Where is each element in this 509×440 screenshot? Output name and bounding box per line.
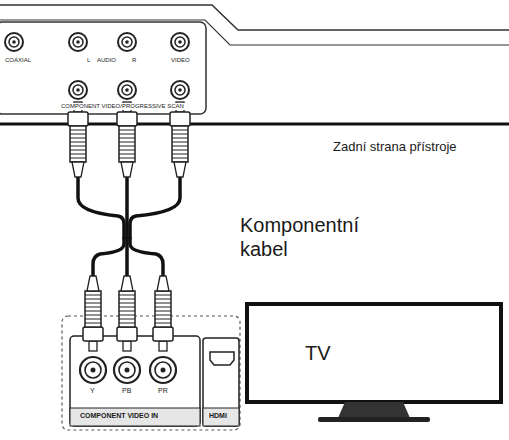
- tv-label: TV: [305, 342, 331, 365]
- jack-label: PR: [157, 387, 169, 395]
- device-housing: [0, 5, 509, 124]
- connector-label: COMPONENT VIDEO/PROGRESSIVE SCAN: [60, 103, 185, 110]
- port-label: HDMI: [209, 412, 227, 420]
- connector-label: AUDIO: [96, 57, 117, 64]
- audio-channel: L: [86, 57, 91, 64]
- connector-label: COAXIAL: [4, 57, 32, 64]
- audio-channel: R: [131, 57, 137, 64]
- device-jacks: [5, 33, 189, 99]
- tv-set: [247, 304, 501, 422]
- jack-label: PB: [121, 387, 132, 395]
- device-caption: Zadní strana přístroje: [333, 140, 457, 154]
- upper-plugs: [68, 102, 190, 177]
- component-cable: [78, 178, 180, 276]
- jack-label: Y: [89, 387, 96, 395]
- panel-label: COMPONENT VIDEO IN: [80, 412, 158, 420]
- cable-label: Komponentní kabel: [240, 213, 370, 261]
- connector-label: VIDEO: [170, 57, 191, 64]
- tv-screen: TV: [250, 307, 498, 399]
- lower-plugs: [83, 276, 173, 351]
